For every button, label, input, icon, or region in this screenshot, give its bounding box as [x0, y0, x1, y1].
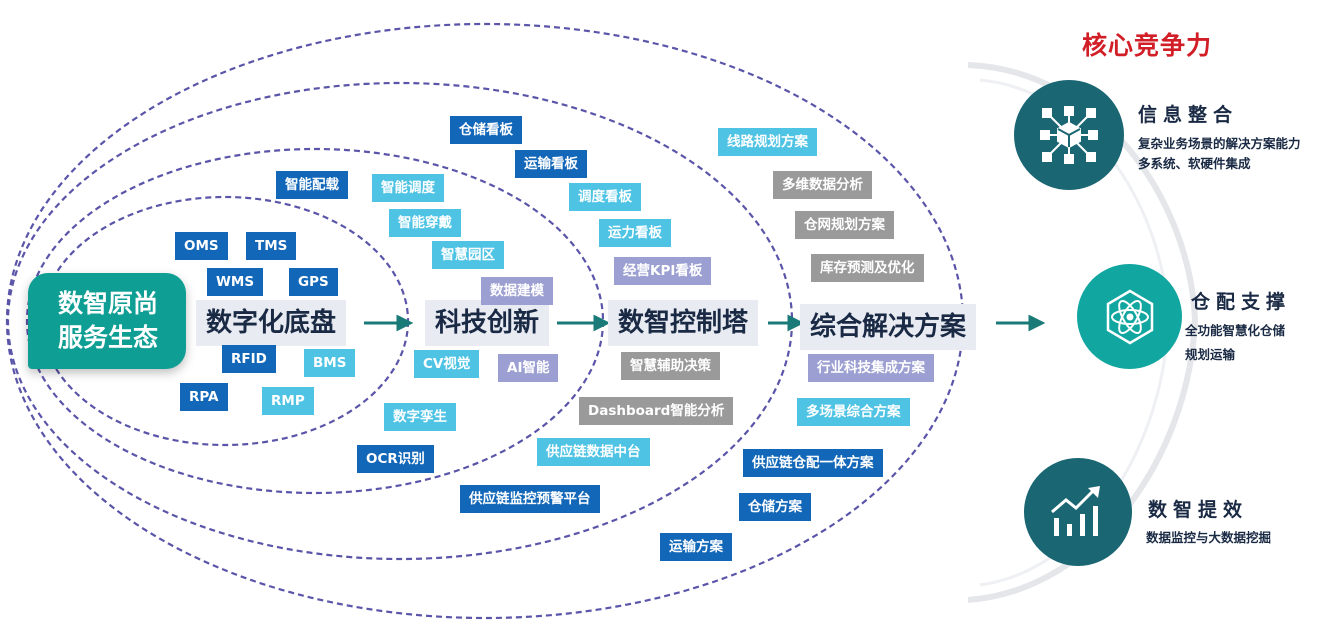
tag-bms: BMS	[304, 349, 356, 377]
tag-ai: AI智能	[498, 354, 559, 382]
arrow-1-head	[396, 314, 414, 332]
tag-network-planning: 仓网规划方案	[795, 211, 894, 239]
tag-multidim-analysis: 多维数据分析	[773, 171, 872, 199]
tag-data-platform: 供应链数据中台	[537, 438, 650, 466]
warehouse-support-desc-2: 规划运输	[1185, 347, 1236, 362]
arrow-4-head	[1028, 314, 1046, 332]
warehouse-support-desc-1: 全功能智慧化仓储	[1185, 323, 1286, 338]
tag-transport-solution: 运输方案	[660, 533, 732, 561]
stage-solutions: 综合解决方案	[800, 304, 977, 350]
arrow-2-head	[593, 314, 611, 332]
tag-warehouse-solution: 仓储方案	[739, 493, 811, 521]
tag-inventory-forecast: 库存预测及优化	[811, 254, 924, 282]
tag-dispatch-board: 调度看板	[569, 183, 641, 211]
tag-route-planning: 线路规划方案	[718, 128, 817, 156]
core-ecosystem-box: 数智原尚 服务生态	[28, 273, 186, 369]
data-efficiency-badge	[1024, 458, 1132, 566]
tag-ocr: OCR识别	[357, 445, 434, 473]
tag-data-modeling: 数据建模	[481, 277, 553, 305]
tag-smart-park: 智慧园区	[432, 241, 504, 269]
tag-wms: WMS	[207, 268, 264, 296]
tag-capacity-board: 运力看板	[599, 219, 671, 247]
data-efficiency-desc-1: 数据监控与大数据挖掘	[1146, 530, 1272, 545]
info-integration-desc-1: 复杂业务场景的解决方案能力	[1138, 136, 1301, 151]
tag-rmp: RMP	[262, 387, 314, 415]
growth-chart-icon	[1051, 486, 1100, 536]
tag-tms: TMS	[246, 232, 297, 260]
tag-decision-support: 智慧辅助决策	[621, 352, 720, 380]
arrow-3-head	[787, 314, 805, 332]
warehouse-support-badge	[1077, 264, 1182, 369]
tag-kpi-board: 经营KPI看板	[614, 257, 712, 285]
data-efficiency-title: 数智提效	[1148, 499, 1249, 521]
stage-digital-base: 数字化底盘	[196, 300, 347, 346]
tag-cv-vision: CV视觉	[414, 350, 480, 378]
tag-monitoring-platform: 供应链监控预警平台	[460, 485, 600, 513]
tag-smart-dispatch: 智能调度	[372, 174, 444, 202]
info-integration-desc-2: 多系统、软硬件集成	[1138, 156, 1251, 171]
warehouse-support-title: 仓配支撑	[1191, 291, 1292, 313]
tag-digital-twin: 数字孪生	[384, 403, 456, 431]
stage-tech-innovation: 科技创新	[425, 300, 550, 346]
tag-rfid: RFID	[222, 345, 276, 373]
tag-gps: GPS	[289, 268, 338, 296]
stage-control-tower: 数智控制塔	[608, 300, 759, 346]
tag-transport-board: 运输看板	[515, 150, 587, 178]
tag-multi-scenario: 多场景综合方案	[797, 398, 910, 426]
info-integration-title: 信息整合	[1138, 104, 1239, 126]
tag-warehouse-board: 仓储看板	[450, 116, 522, 144]
info-integration-badge	[1014, 80, 1124, 190]
tag-rpa: RPA	[180, 383, 228, 411]
core-line-2: 服务生态	[58, 323, 159, 352]
tag-dashboard-analysis: Dashboard智能分析	[579, 397, 734, 425]
tag-smart-loading: 智能配载	[276, 171, 348, 199]
tag-smart-wearable: 智能穿戴	[389, 209, 461, 237]
cube-network-icon	[1040, 106, 1098, 164]
tag-industry-integration: 行业科技集成方案	[808, 354, 934, 382]
tag-supply-chain-solution: 供应链仓配一体方案	[743, 449, 883, 477]
core-line-1: 数智原尚	[58, 289, 159, 318]
tag-oms: OMS	[175, 232, 228, 260]
core-competitiveness-title: 核心竞争力	[1082, 31, 1213, 60]
atom-icon	[1106, 289, 1153, 344]
